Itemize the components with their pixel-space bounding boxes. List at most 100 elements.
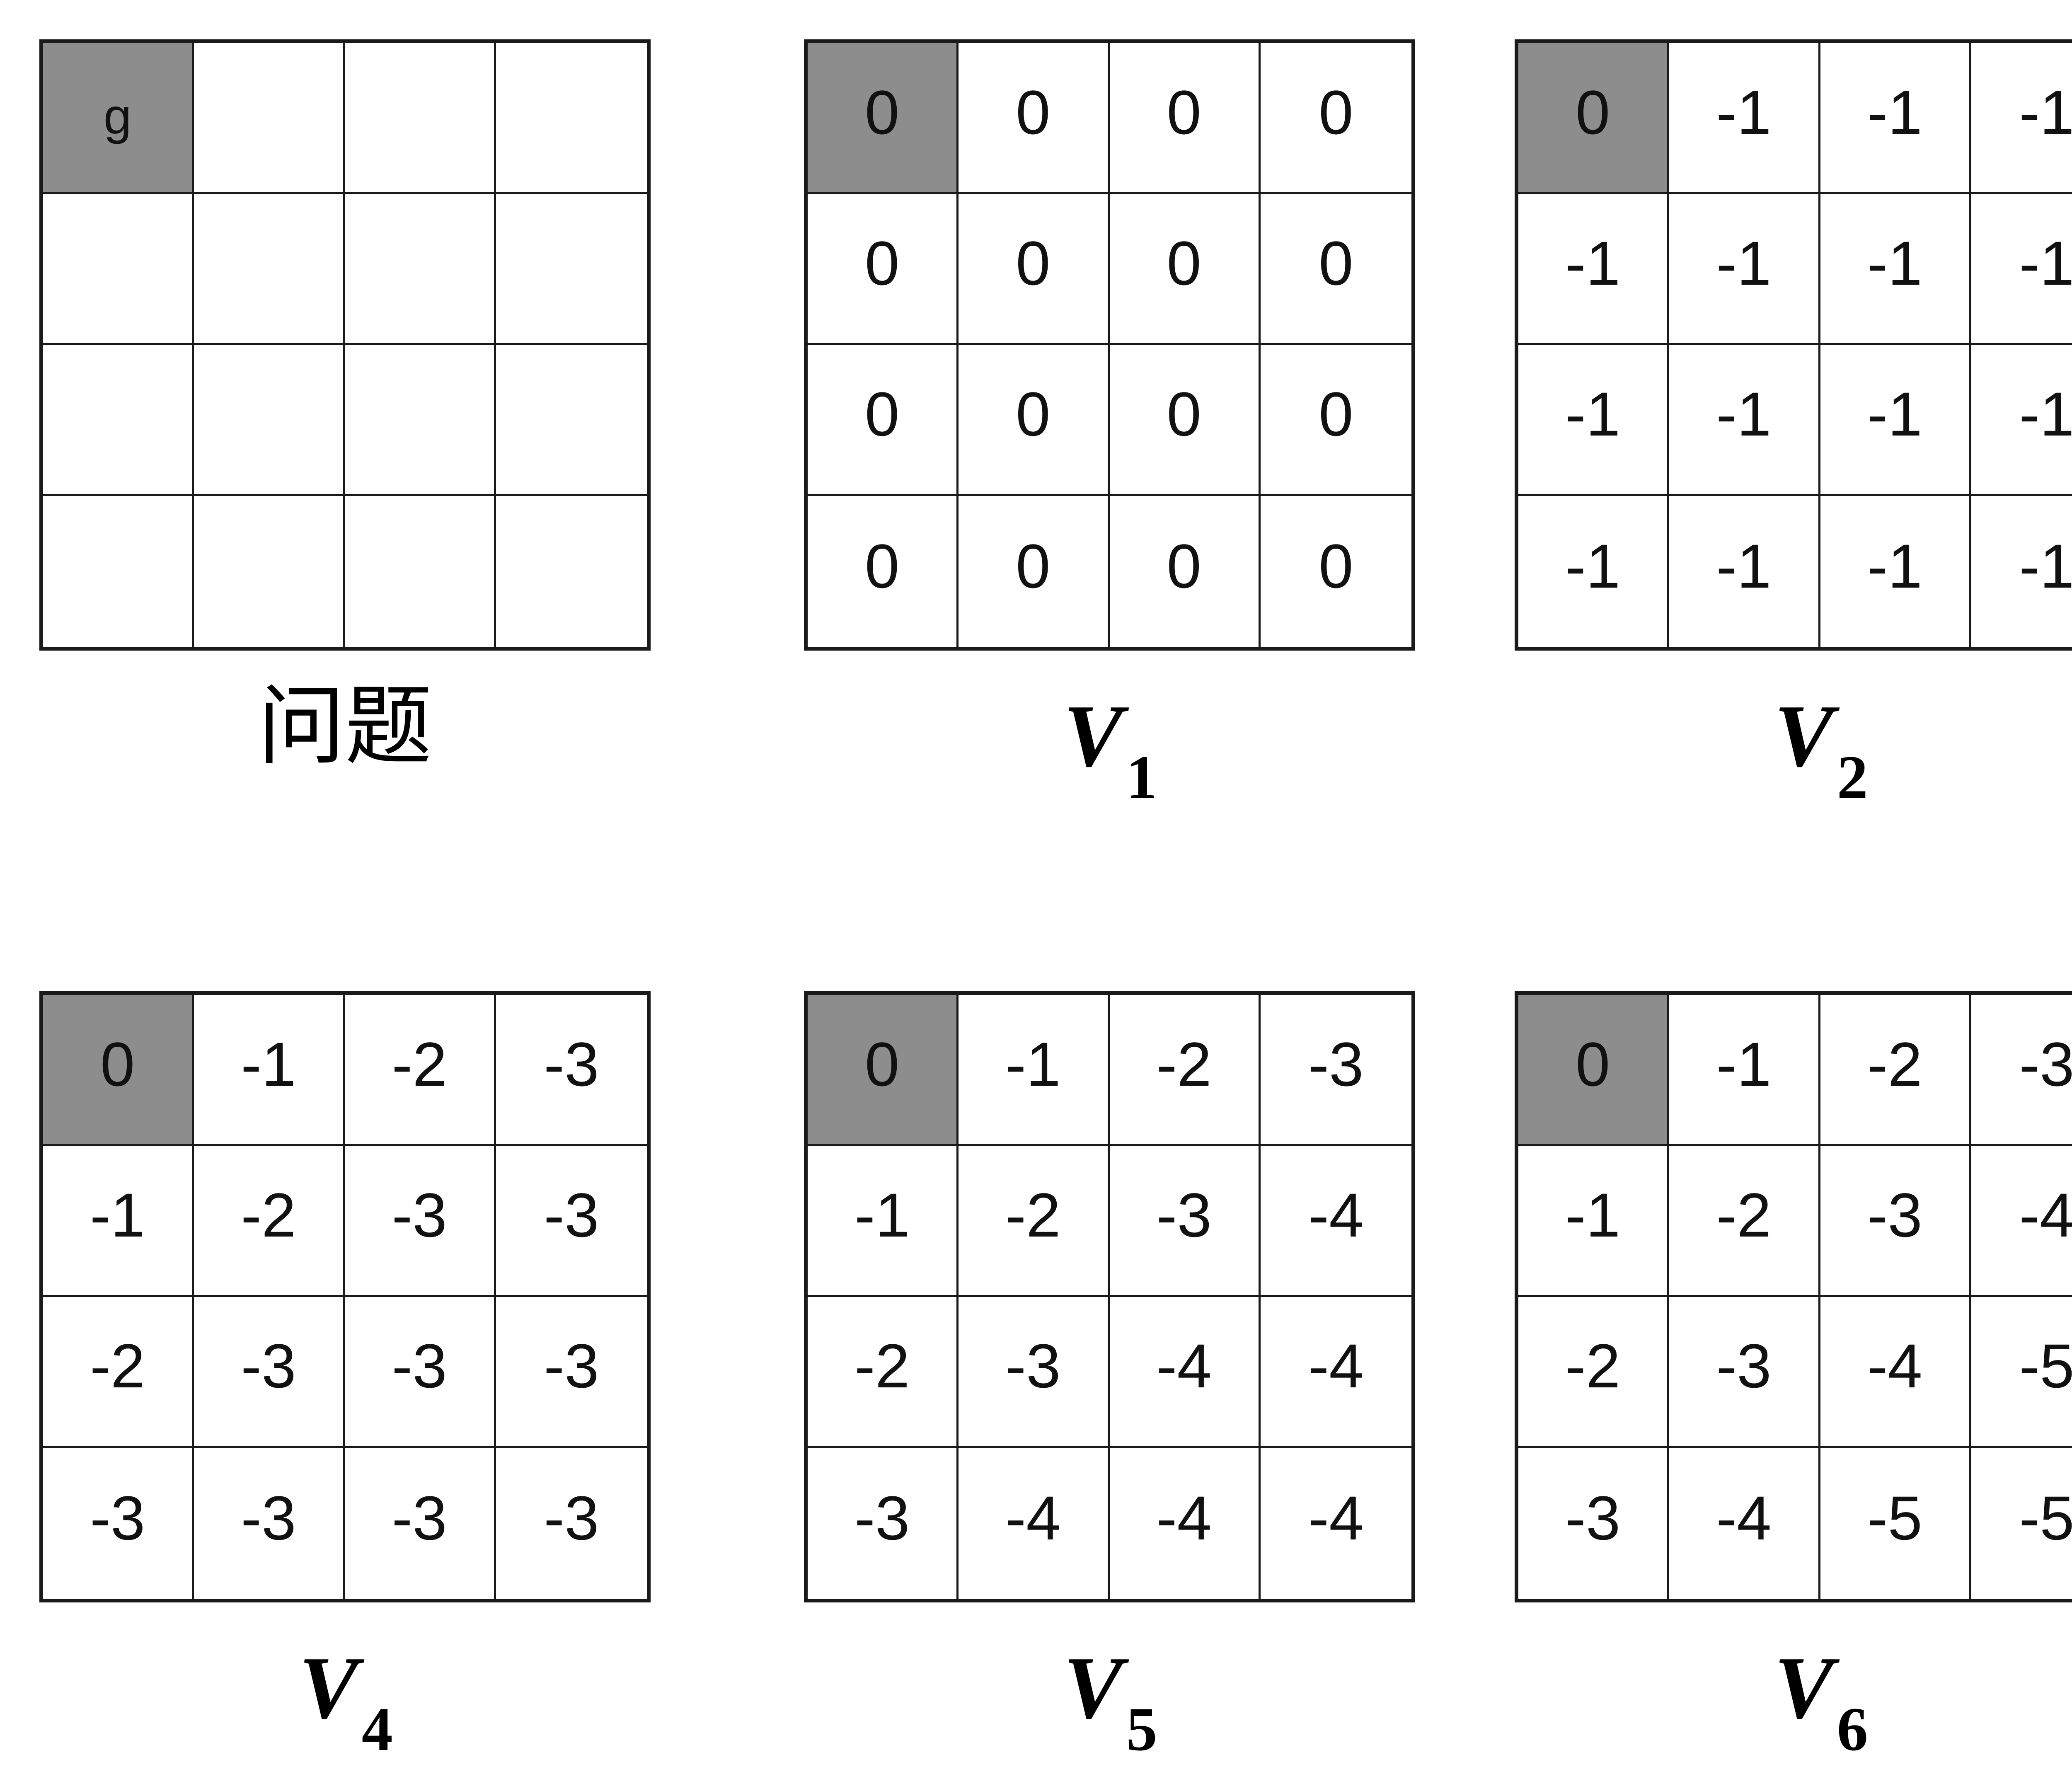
grid-cell: -2 xyxy=(1518,1297,1670,1448)
grid-cell: 0 xyxy=(1109,43,1261,194)
grid-cell xyxy=(345,194,496,345)
grid-cell: -1 xyxy=(1820,43,1971,194)
grid-cell: -4 xyxy=(1109,1297,1261,1448)
panel-label-subscript: 5 xyxy=(1126,1695,1158,1764)
grid-cell: 0 xyxy=(808,345,959,496)
grid-cell: -2 xyxy=(43,1297,194,1448)
grid-cell xyxy=(43,496,194,647)
grid-cell: -1 xyxy=(43,1146,194,1297)
grid-cell: -3 xyxy=(345,1146,496,1297)
grid-cell: -4 xyxy=(1260,1146,1411,1297)
panel-label-text: V xyxy=(1774,686,1835,785)
grid-cell: 0 xyxy=(1260,43,1411,194)
grid-cell: -5 xyxy=(1971,1297,2072,1448)
grid-cell: -1 xyxy=(194,995,345,1146)
grid-cell xyxy=(496,194,647,345)
grid-cell: 0 xyxy=(1260,345,1411,496)
grid-cell: -2 xyxy=(194,1146,345,1297)
grid-cell: -2 xyxy=(345,995,496,1146)
value-grid-v6: 0-1-2-3-1-2-3-4-2-3-4-5-3-4-5-5 xyxy=(1515,991,2072,1602)
grid-cell: -3 xyxy=(959,1297,1110,1448)
value-grid-v2: 0-1-1-1-1-1-1-1-1-1-1-1-1-1-1-1 xyxy=(1515,39,2072,651)
panel-label-subscript: 6 xyxy=(1837,1695,1869,1764)
grid-cell: 0 xyxy=(959,194,1110,345)
value-grid-v5: 0-1-2-3-1-2-3-4-2-3-4-4-3-4-4-4 xyxy=(804,991,1415,1602)
grid-cell: -1 xyxy=(1971,345,2072,496)
grid-cell xyxy=(496,496,647,647)
grid-cell: -2 xyxy=(1109,995,1261,1146)
grid-cell: -1 xyxy=(1971,194,2072,345)
panel-label-v1: V1 xyxy=(804,651,1415,808)
grid-cell: -3 xyxy=(1518,1447,1670,1599)
panel-label-v2: V2 xyxy=(1515,651,2072,808)
grid-cell: -3 xyxy=(345,1447,496,1599)
grid-cell: g xyxy=(43,43,194,194)
grid-cell xyxy=(194,496,345,647)
grid-cell: -2 xyxy=(1820,995,1971,1146)
grid-panel-problem: g 问题 xyxy=(39,39,651,771)
grid-cell: -1 xyxy=(1669,43,1820,194)
grid-cell: -4 xyxy=(1260,1297,1411,1448)
grid-cell: -3 xyxy=(1109,1146,1261,1297)
panel-label-text: V xyxy=(1063,686,1124,785)
grid-cell: 0 xyxy=(1518,43,1670,194)
grid-cell: 0 xyxy=(43,995,194,1146)
grid-cell: -3 xyxy=(345,1297,496,1448)
grid-cell: -1 xyxy=(1518,496,1670,647)
panel-label-v6: V6 xyxy=(1515,1602,2072,1760)
grid-cell: -3 xyxy=(1820,1146,1971,1297)
grid-cell: -3 xyxy=(496,995,647,1146)
grid-cell: -4 xyxy=(1669,1447,1820,1599)
grid-cell: 0 xyxy=(808,496,959,647)
grid-cell: -1 xyxy=(1518,1146,1670,1297)
grid-cell: -1 xyxy=(1669,345,1820,496)
grid-cell xyxy=(345,345,496,496)
panel-label-subscript: 4 xyxy=(361,1695,394,1764)
grid-cell: -2 xyxy=(959,1146,1110,1297)
grid-cell: -1 xyxy=(1518,194,1670,345)
grid-cell: -4 xyxy=(1260,1447,1411,1599)
grid-cell: -3 xyxy=(496,1297,647,1448)
grid-cell: -5 xyxy=(1971,1447,2072,1599)
grid-cell xyxy=(345,43,496,194)
panel-label-text: 问题 xyxy=(258,679,432,775)
panel-label-subscript: 2 xyxy=(1837,743,1869,812)
grid-cell: -2 xyxy=(808,1297,959,1448)
panel-label-problem: 问题 xyxy=(39,651,651,771)
grid-cell: -3 xyxy=(43,1447,194,1599)
grid-cell: 0 xyxy=(808,995,959,1146)
grid-cell: -2 xyxy=(1669,1146,1820,1297)
grid-cell: 0 xyxy=(808,194,959,345)
panel-label-v4: V4 xyxy=(39,1602,651,1760)
grid-cell xyxy=(43,345,194,496)
grid-cell xyxy=(194,194,345,345)
grid-cell: 0 xyxy=(1109,194,1261,345)
grid-cell: 0 xyxy=(1109,345,1261,496)
grid-cell: -5 xyxy=(1820,1447,1971,1599)
panel-label-v5: V5 xyxy=(804,1602,1415,1760)
grid-cell: -3 xyxy=(1971,995,2072,1146)
grid-cell: -1 xyxy=(1669,194,1820,345)
grid-cell: -1 xyxy=(1971,496,2072,647)
panel-label-text: V xyxy=(1063,1638,1124,1737)
grid-cell: 0 xyxy=(959,43,1110,194)
grid-cell: 0 xyxy=(1260,194,1411,345)
panel-label-subscript: 1 xyxy=(1126,743,1158,812)
grid-cell: -1 xyxy=(1971,43,2072,194)
grid-cell: 0 xyxy=(1109,496,1261,647)
value-grid-v4: 0-1-2-3-1-2-3-3-2-3-3-3-3-3-3-3 xyxy=(39,991,651,1602)
grid-cell: 0 xyxy=(1260,496,1411,647)
grid-cell: -4 xyxy=(1109,1447,1261,1599)
grid-cell: -3 xyxy=(194,1447,345,1599)
grid-cell: -4 xyxy=(1971,1146,2072,1297)
grid-cell: 0 xyxy=(959,496,1110,647)
grid-cell: -1 xyxy=(1669,995,1820,1146)
grid-cell: -3 xyxy=(1260,995,1411,1146)
grid-cell xyxy=(345,496,496,647)
grid-cell: 0 xyxy=(1518,995,1670,1146)
